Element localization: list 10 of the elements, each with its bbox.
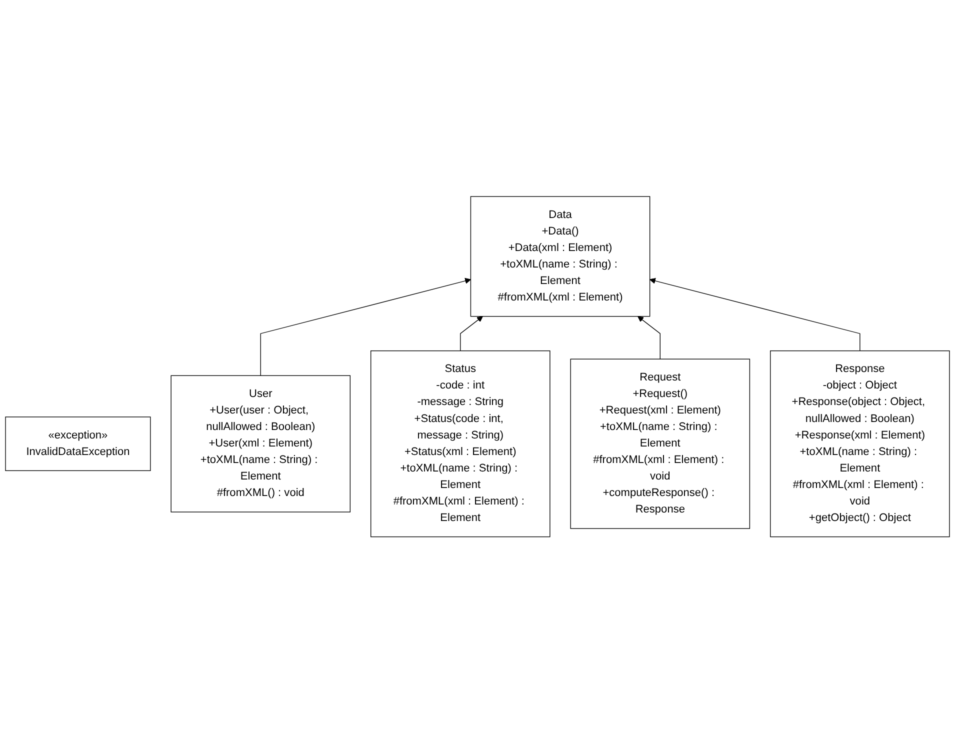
arrow xyxy=(638,316,660,360)
node-box: Request +Request() +Request(xml : Element) +toXML(name : String) : Element #fromXML(xml : Element) : void +computeResponse() : Response xyxy=(570,358,750,529)
arrow xyxy=(460,316,483,351)
arrow xyxy=(260,278,471,376)
node-box: «exception» InvalidDataException xyxy=(5,416,151,471)
arrow xyxy=(650,278,860,351)
node-box: Data +Data() +Data(xml : Element) +toXML(name : String) : Element #fromXML(xml : Element) xyxy=(470,196,650,317)
node-box: User +User(user : Object, nullAllowed : Boolean) +User(xml : Element) +toXML(name : String) : Element #fromXML() : void xyxy=(170,375,351,512)
node-box: Status -code : int -message : String +Status(code : int, message : String) +Status(xml : Element) +toXML(name : String) : Element #fromXML(xml : Element) : Element xyxy=(370,350,550,537)
node-box: Response -object : Object +Response(object : Object, nullAllowed : Boolean) +Response(xml : Element) +toXML(name : String) : Element #fromXML(xml : Element) : void +getObject() : Object xyxy=(770,350,950,537)
